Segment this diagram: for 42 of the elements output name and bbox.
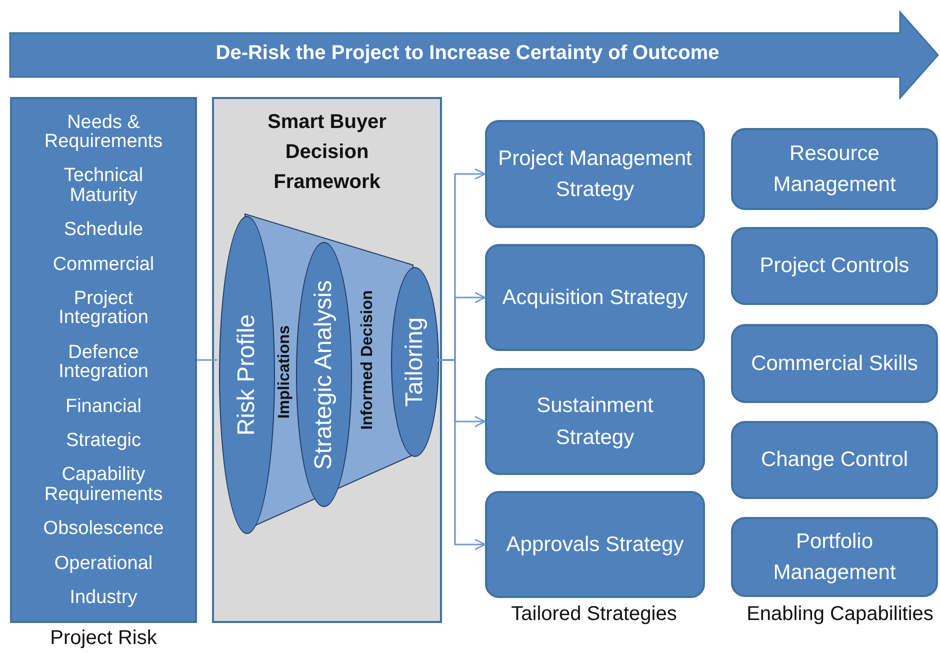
panel-heading: Smart Buyer Decision Framework (266, 110, 388, 195)
rounded-box (731, 227, 938, 305)
box-label: Sustainment Strategy (536, 393, 654, 450)
risk-item: Industry (68, 588, 138, 608)
column-caption: Project Risk (49, 627, 158, 650)
framework-panel (212, 97, 442, 623)
column-caption: Enabling Capabilities (746, 603, 934, 625)
risk-item: Operational (53, 554, 154, 573)
box-label: Acquisition Strategy (501, 284, 689, 311)
stage-label: Risk Profile (233, 314, 261, 436)
rounded-box (731, 128, 938, 210)
box-label: Portfolio Management (772, 528, 897, 586)
box-label: Resource Management (772, 140, 897, 198)
box-label: Commercial Skills (750, 350, 919, 377)
title: De-Risk the Project to Increase Certainty of Outcome (214, 42, 720, 64)
box-label: Project Controls (758, 253, 910, 280)
column-caption: Tailored Strategies (510, 603, 678, 625)
stage-label: Strategic Analysis (310, 280, 338, 470)
risk-item: Capability Requirements (43, 465, 164, 504)
risk-item: Strategic (65, 430, 142, 450)
risk-item: Schedule (62, 220, 144, 240)
risk-item: Project Integration (58, 288, 150, 328)
connector-arrow (437, 359, 486, 550)
rounded-box (485, 491, 705, 598)
box-label: Approvals Strategy (505, 532, 685, 558)
risk-item: Commercial (52, 254, 156, 274)
rounded-box (731, 517, 938, 597)
rounded-box (485, 120, 705, 228)
rounded-box (485, 244, 705, 351)
risk-item: Needs & Requirements (43, 112, 164, 152)
rounded-box (731, 324, 938, 403)
box-label: Project Management Strategy (497, 146, 693, 203)
stage-label: Implications (276, 325, 294, 419)
risk-item: Technical Maturity (62, 166, 144, 206)
risk-item: Defence Integration (58, 342, 150, 382)
stage-label: Tailoring (401, 317, 429, 407)
rounded-box (485, 368, 705, 475)
risk-item: Financial (64, 396, 143, 416)
box-label: Change Control (760, 447, 910, 474)
rounded-box (731, 421, 938, 499)
risk-item: Obsolescence (42, 519, 165, 539)
stage-label: Informed Decision (359, 290, 377, 430)
